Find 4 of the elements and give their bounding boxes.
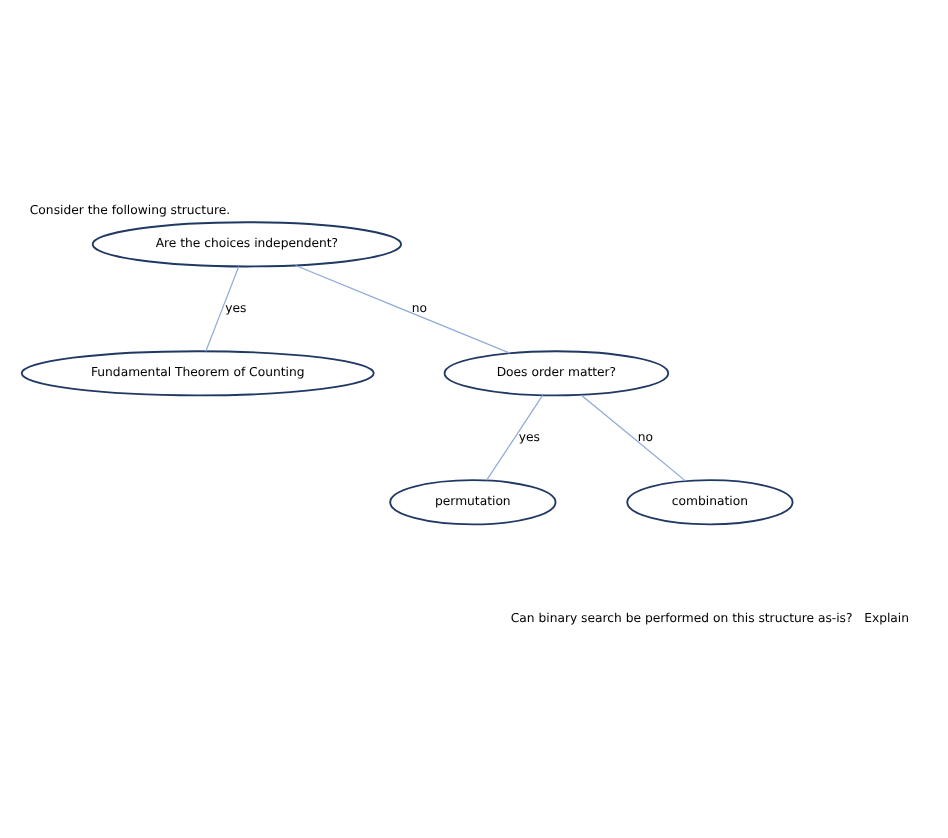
connector bbox=[580, 393, 687, 481]
connector bbox=[294, 263, 511, 353]
connector bbox=[205, 264, 240, 351]
connector bbox=[486, 393, 544, 480]
